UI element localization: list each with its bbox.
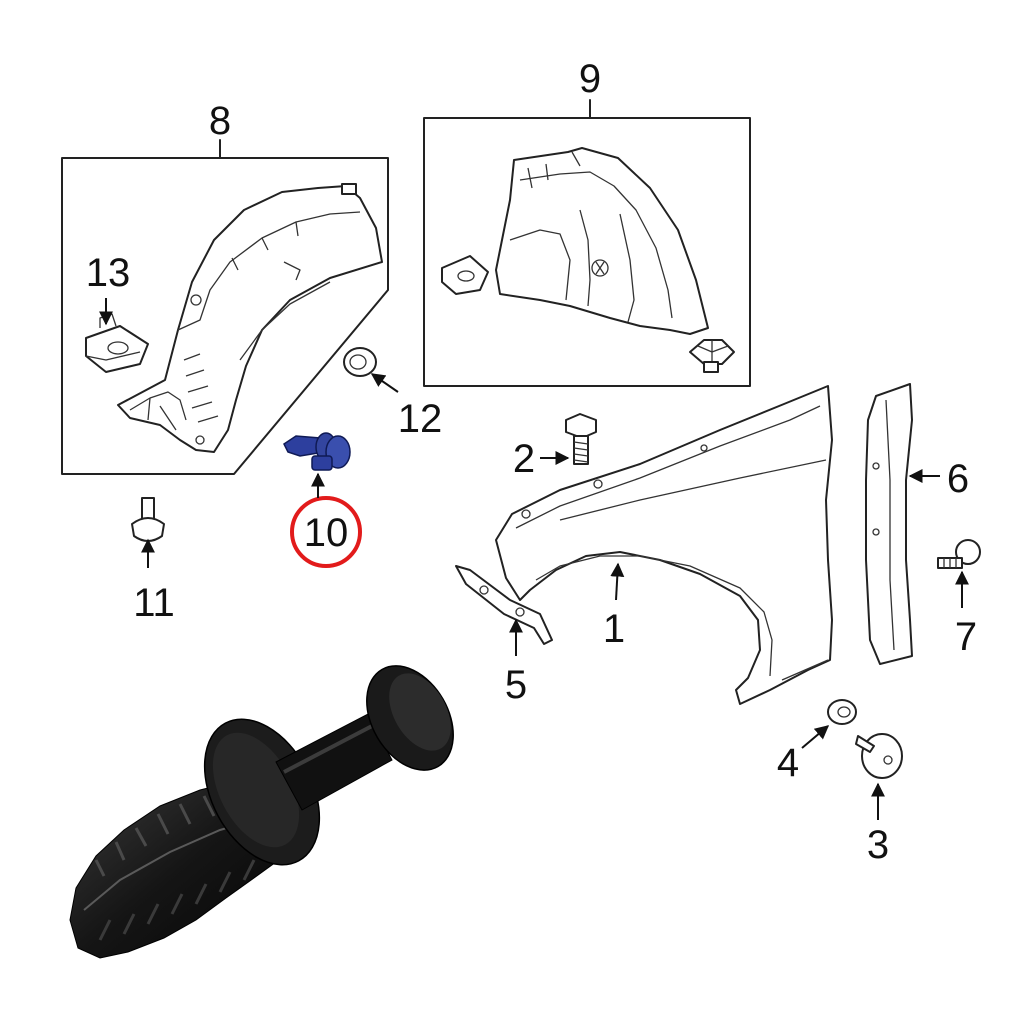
callout-12: 12 [398, 397, 443, 441]
callout-13: 13 [86, 251, 131, 295]
callout-1: 1 [603, 607, 625, 651]
callout-2: 2 [513, 437, 535, 481]
callout-4: 4 [777, 741, 799, 785]
part-1-fender [495, 385, 833, 705]
part-9-box [423, 99, 751, 387]
leader-lines [99, 298, 969, 820]
callout-11: 11 [133, 581, 175, 625]
part-11-bolt [131, 497, 165, 542]
callout-7: 7 [955, 615, 977, 659]
part-9-push-fastener [689, 339, 735, 373]
callout-labels: 8 9 13 12 10 11 2 6 7 1 5 4 3 [86, 57, 977, 867]
part-9-clip [441, 255, 489, 295]
callout-3: 3 [867, 823, 889, 867]
part-7-screw [937, 539, 981, 569]
callout-5: 5 [505, 663, 527, 707]
callout-10: 10 [304, 511, 349, 555]
part-10-push-retainer [283, 432, 351, 471]
callout-6: 6 [947, 457, 969, 501]
callout-8: 8 [209, 99, 231, 143]
part-9-rear-fender-liner [495, 147, 709, 335]
part-3-stud [855, 733, 903, 779]
part-12-grommet [343, 347, 377, 377]
part-6-panel [865, 383, 913, 665]
callout-9: 9 [579, 57, 601, 101]
part-4-nut [827, 699, 857, 725]
part-8-box [61, 139, 389, 475]
part-13-clip [85, 313, 149, 373]
part-8-front-fender-liner [117, 183, 383, 453]
push-retainer-photo [69, 665, 454, 959]
part-2-bolt [565, 413, 597, 465]
part-5-bracket [455, 565, 553, 645]
highlight-ring [290, 496, 362, 568]
